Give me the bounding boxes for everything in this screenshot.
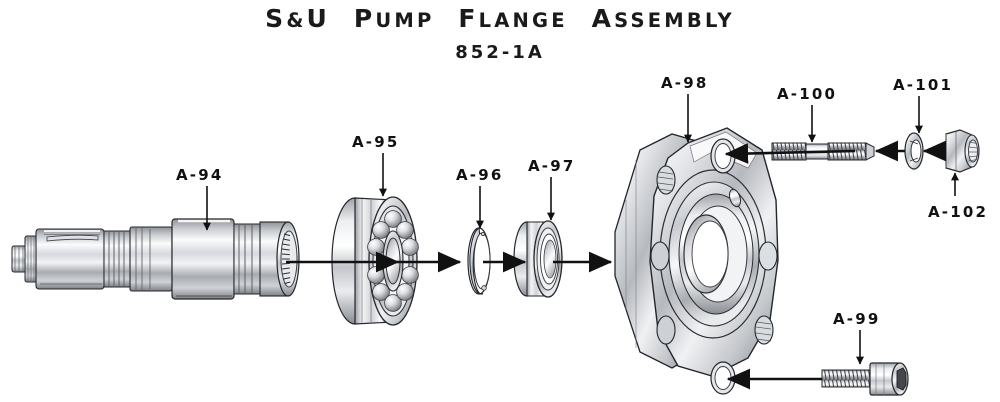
- callout-label-A-99: A-99: [833, 310, 881, 328]
- part-A-94-pump-shaft: [11, 218, 300, 300]
- callout-label-A-96: A-96: [456, 166, 504, 184]
- callout-label-A-94: A-94: [176, 166, 224, 184]
- assembly-arrows: [286, 140, 947, 390]
- part-A-101-lock-washer: [904, 132, 924, 170]
- part-A-97-shaft-seal: [513, 220, 563, 298]
- callout-label-A-95: A-95: [352, 133, 400, 151]
- part-A-99-socket-head-cap-screw: [821, 362, 909, 396]
- part-A-98-flange-housing: [614, 127, 779, 395]
- callout-label-A-100: A-100: [777, 85, 838, 103]
- part-A-102-hex-nut: [945, 129, 980, 173]
- callout-leaders: [203, 94, 959, 365]
- arrow-stud-to-flange: [724, 143, 856, 164]
- callout-label-A-98: A-98: [661, 74, 709, 92]
- callout-label-A-101: A-101: [893, 76, 954, 94]
- callout-label-A-102: A-102: [928, 203, 989, 221]
- callout-label-A-97: A-97: [528, 157, 576, 175]
